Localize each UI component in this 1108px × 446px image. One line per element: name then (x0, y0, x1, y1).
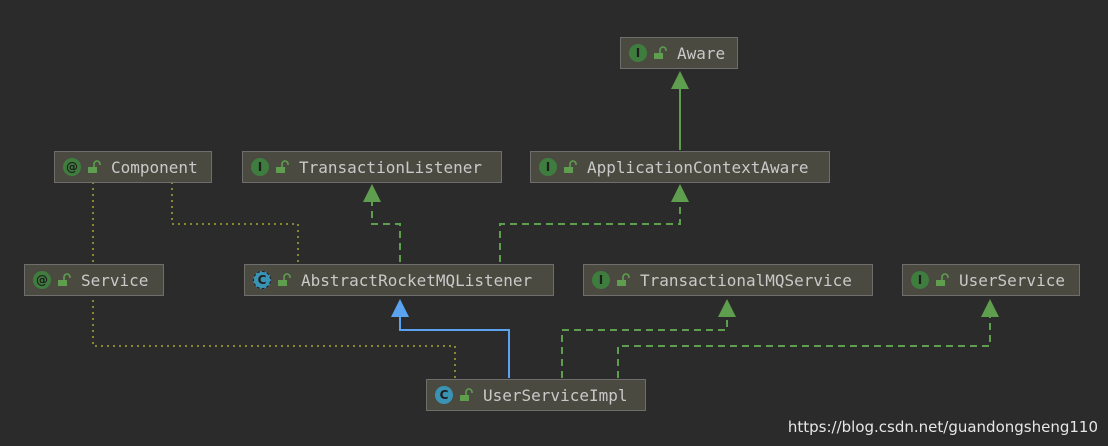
node-label: Aware (677, 43, 726, 63)
edge-impl-to-abstractlistener (399, 316, 510, 378)
arrowhead-aware (671, 71, 689, 89)
node-label: TransactionalMQService (640, 270, 852, 290)
interface-icon: I (539, 158, 557, 176)
unlocked-icon (460, 388, 473, 401)
class-icon: C (435, 386, 453, 404)
node-transactional-mq-service[interactable]: I TransactionalMQService (583, 264, 873, 296)
arrowhead-transactionalmqservice (718, 299, 736, 317)
unlocked-icon (276, 160, 289, 173)
unlocked-icon (654, 46, 667, 59)
interface-icon: I (629, 44, 647, 62)
annotation-icon: @ (63, 158, 81, 176)
node-application-context-aware[interactable]: I ApplicationContextAware (530, 151, 830, 183)
edge-abstractlistener-to-transactionlistener (371, 200, 401, 262)
unlocked-icon (936, 273, 949, 286)
node-label: UserService (959, 270, 1065, 290)
edge-abstractlistener-to-applicationcontextaware (499, 200, 681, 262)
edge-impl-to-transactionalmqservice (561, 316, 728, 378)
arrowhead-transactionlistener (363, 184, 381, 202)
unlocked-icon (88, 160, 101, 173)
node-user-service-impl[interactable]: C UserServiceImpl (426, 379, 646, 411)
node-transaction-listener[interactable]: I TransactionListener (242, 151, 502, 183)
arrowhead-userservice (981, 299, 999, 317)
node-aware[interactable]: I Aware (620, 37, 738, 69)
edge-abstractlistener-to-component (171, 183, 299, 262)
arrowhead-abstractlistener (391, 299, 409, 317)
node-label: TransactionListener (299, 157, 483, 177)
node-component[interactable]: @ Component (54, 151, 212, 183)
unlocked-icon (564, 160, 577, 173)
node-abstract-rocketmq-listener[interactable]: C AbstractRocketMQListener (244, 264, 554, 296)
node-label: Component (111, 157, 198, 177)
edge-impl-to-userservice (617, 316, 991, 378)
unlocked-icon (617, 273, 630, 286)
unlocked-icon (278, 273, 291, 286)
node-user-service[interactable]: I UserService (902, 264, 1080, 296)
interface-icon: I (592, 271, 610, 289)
arrowhead-applicationcontextaware (671, 184, 689, 202)
interface-icon: I (251, 158, 269, 176)
annotation-icon: @ (33, 271, 51, 289)
node-service[interactable]: @ Service (24, 264, 164, 296)
node-label: ApplicationContextAware (587, 157, 809, 177)
interface-icon: I (911, 271, 929, 289)
unlocked-icon (58, 273, 71, 286)
abstract-class-icon: C (253, 271, 271, 289)
node-label: Service (81, 270, 149, 290)
node-label: AbstractRocketMQListener (301, 270, 533, 290)
node-label: UserServiceImpl (483, 385, 628, 405)
watermark-url: https://blog.csdn.net/guandongsheng110 (787, 418, 1098, 436)
